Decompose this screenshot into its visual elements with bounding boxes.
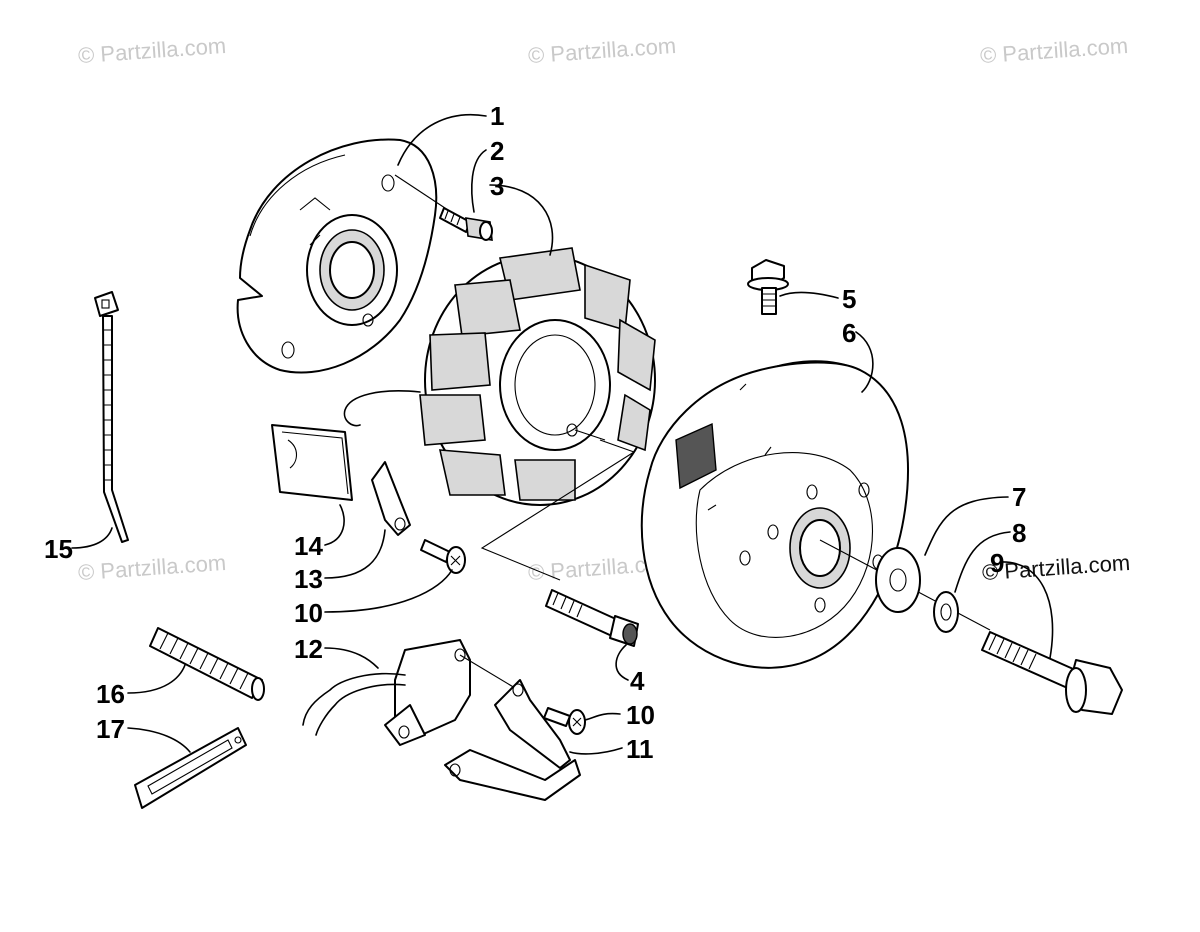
slotted-plate-illustration [134, 727, 247, 809]
callout-labels: 1 2 3 4 5 6 7 8 9 10 10 11 12 13 14 15 1… [44, 101, 1026, 764]
callout-13: 13 [294, 564, 323, 594]
callout-14: 14 [294, 531, 323, 561]
flange-bolt-5-illustration [747, 259, 789, 315]
callout-4: 4 [630, 666, 645, 696]
callout-15: 15 [44, 534, 73, 564]
pad-illustration [271, 424, 353, 501]
sleeve-illustration [149, 627, 265, 701]
screw-illustration [439, 207, 493, 241]
callout-12: 12 [294, 634, 323, 664]
leader-lines [71, 114, 1054, 755]
callout-5: 5 [842, 284, 856, 314]
callout-17: 17 [96, 714, 125, 744]
callout-11: 11 [626, 734, 654, 764]
lock-washer-illustration [933, 591, 959, 633]
callout-2: 2 [490, 136, 504, 166]
callout-16: 16 [96, 679, 125, 709]
callout-8: 8 [1012, 518, 1026, 548]
screw-10-lower-illustration [543, 707, 586, 735]
pickup-coil-illustration [302, 639, 516, 746]
stator-plate-illustration [236, 138, 449, 374]
washer-illustration [875, 547, 921, 613]
bolt-4-illustration [545, 589, 639, 647]
stator-coil-illustration [343, 247, 656, 506]
callout-3: 3 [490, 171, 504, 201]
callout-6: 6 [842, 318, 856, 348]
bracket-illustration [444, 679, 581, 801]
terminal-illustration [371, 461, 411, 536]
flywheel-bolt-illustration [981, 631, 1123, 715]
callout-7: 7 [1012, 482, 1026, 512]
flywheel-illustration [640, 360, 991, 669]
callout-9: 9 [990, 548, 1004, 578]
callout-10-upper: 10 [294, 598, 323, 628]
screw-10-upper-illustration [420, 539, 466, 574]
cable-tie-illustration [94, 291, 129, 543]
callout-10-lower: 10 [626, 700, 655, 730]
callout-1: 1 [490, 101, 504, 131]
